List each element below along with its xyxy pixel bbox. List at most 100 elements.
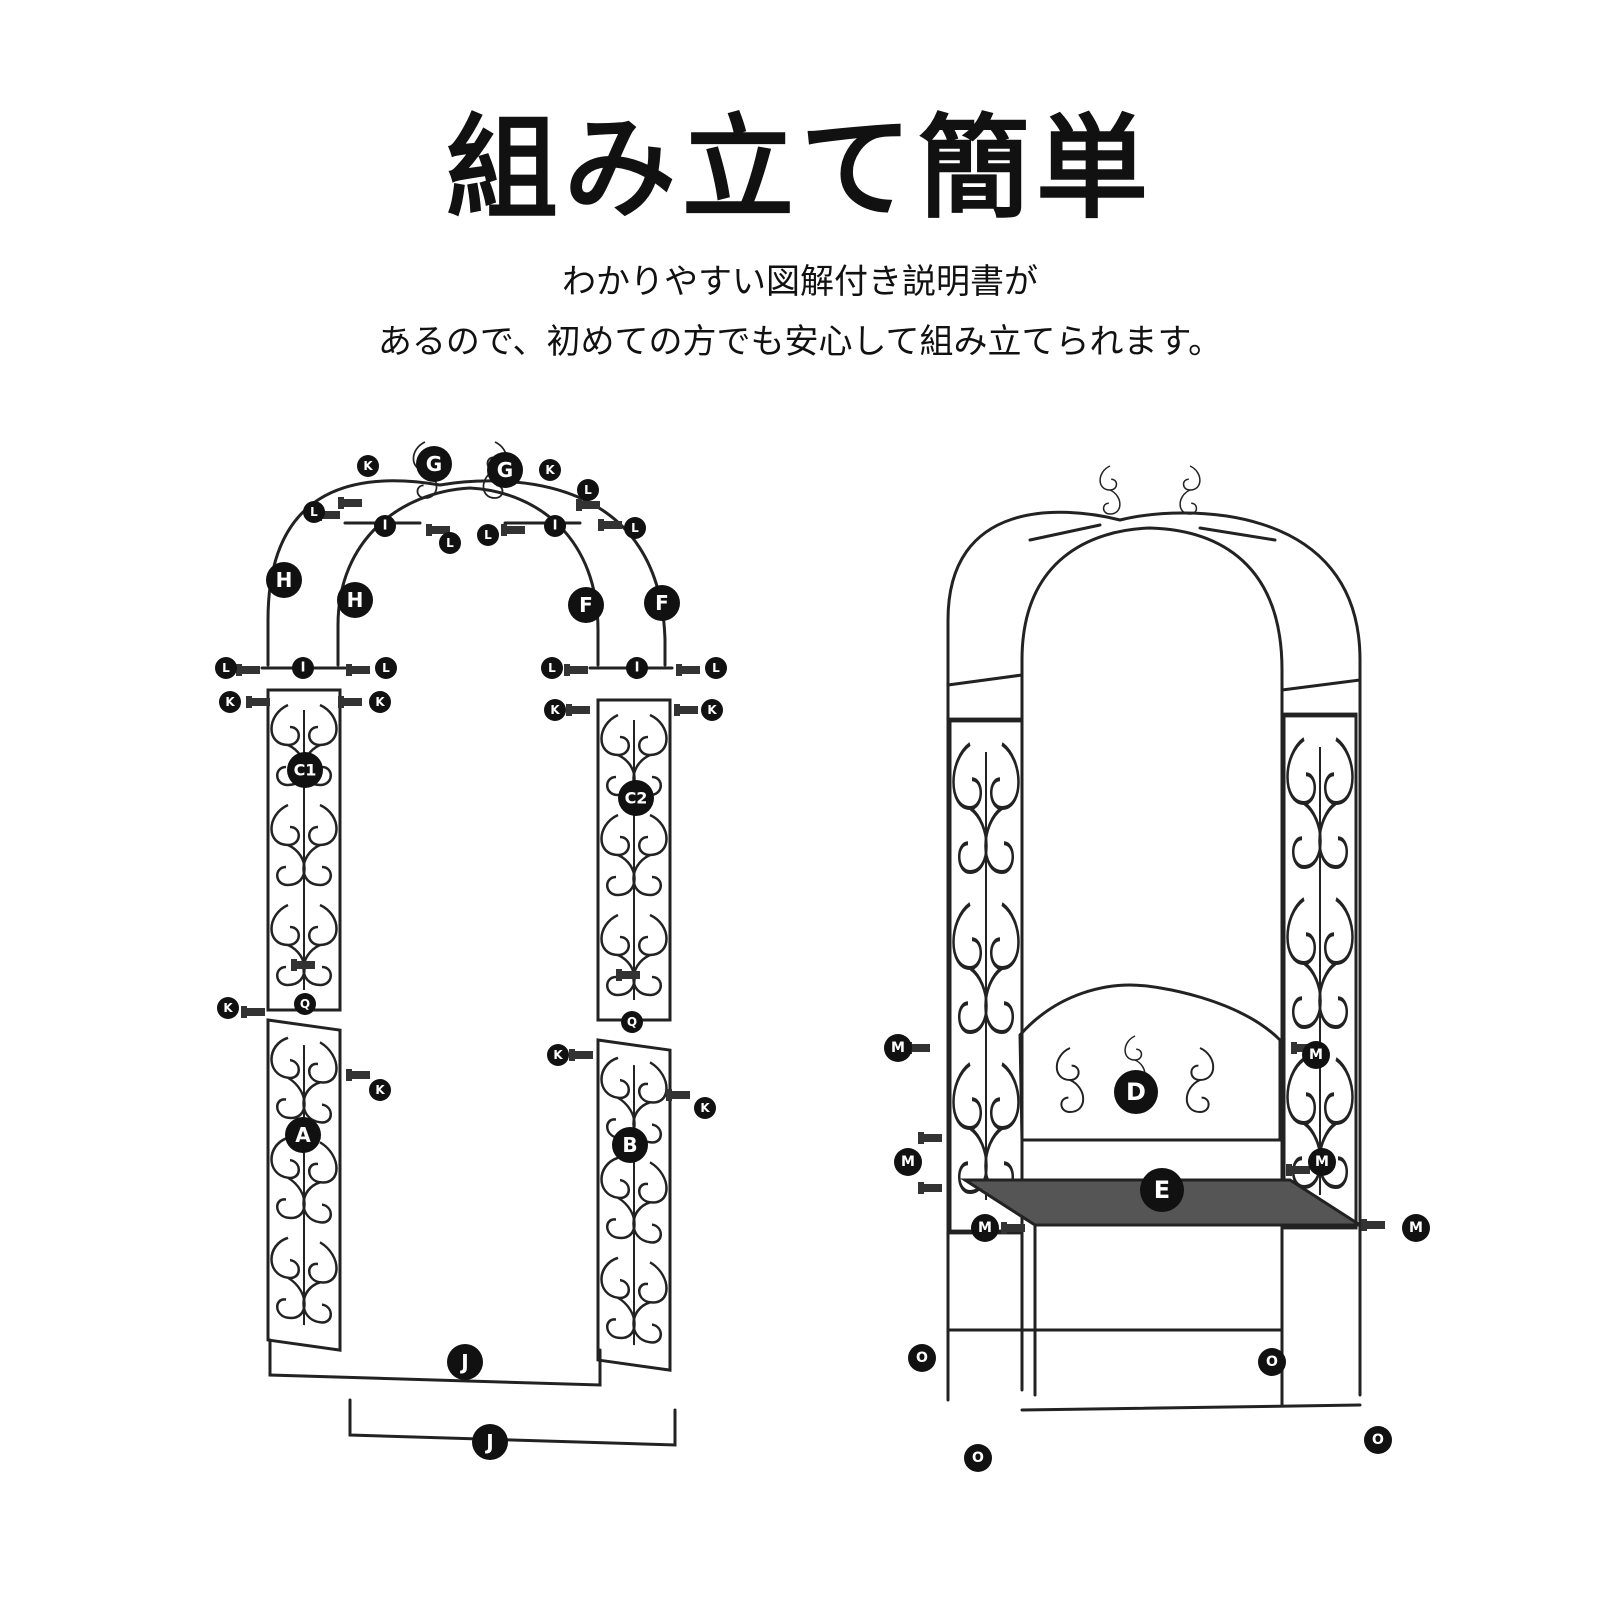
svg-text:K: K <box>700 1101 710 1115</box>
label-L-4: L <box>577 479 599 501</box>
label-A: A <box>285 1117 321 1153</box>
label-M-1: M <box>884 1034 912 1062</box>
label-I-1: I <box>374 515 396 537</box>
svg-text:J: J <box>484 1430 493 1454</box>
svg-text:L: L <box>484 528 492 542</box>
svg-text:K: K <box>375 695 385 709</box>
svg-text:C2: C2 <box>625 789 648 808</box>
svg-text:H: H <box>276 568 293 592</box>
label-F-1: F <box>568 587 604 623</box>
svg-text:K: K <box>223 1001 233 1015</box>
label-C1: C1 <box>287 752 323 788</box>
svg-text:F: F <box>655 591 669 615</box>
label-M-2: M <box>894 1148 922 1176</box>
svg-text:K: K <box>545 463 555 477</box>
page-title: 組み立て簡単 <box>446 104 1154 234</box>
svg-text:O: O <box>1266 1354 1278 1370</box>
label-L-9: L <box>705 657 727 679</box>
svg-text:M: M <box>1315 1154 1329 1170</box>
svg-text:Q: Q <box>300 997 310 1011</box>
label-M-4: M <box>1302 1041 1330 1069</box>
label-K-5: K <box>544 699 566 721</box>
label-M-3: M <box>971 1214 999 1242</box>
svg-text:A: A <box>295 1123 311 1147</box>
label-L-2: L <box>439 532 461 554</box>
label-I-3: I <box>292 657 314 679</box>
assembled-view: D E M M M M M M O O O O <box>884 465 1430 1472</box>
label-K-2: K <box>539 459 561 481</box>
svg-text:L: L <box>584 483 592 497</box>
label-G-1: G <box>416 446 452 482</box>
svg-text:C1: C1 <box>294 761 317 780</box>
label-K-10: K <box>694 1097 716 1119</box>
label-K-6: K <box>701 699 723 721</box>
label-L-3: L <box>477 524 499 546</box>
svg-text:I: I <box>383 519 388 534</box>
label-I-4: I <box>626 657 648 679</box>
svg-text:K: K <box>707 703 717 717</box>
label-O-1: O <box>908 1344 936 1372</box>
svg-text:I: I <box>635 661 640 676</box>
svg-text:L: L <box>631 521 639 535</box>
label-K-3: K <box>219 691 241 713</box>
svg-text:F: F <box>579 593 593 617</box>
svg-text:M: M <box>901 1154 915 1170</box>
label-L-6: L <box>215 657 237 679</box>
label-O-4: O <box>1364 1426 1392 1454</box>
label-L-5: L <box>624 517 646 539</box>
svg-text:G: G <box>426 452 442 476</box>
svg-text:O: O <box>1372 1432 1384 1448</box>
label-O-3: O <box>1258 1348 1286 1376</box>
label-O-2: O <box>964 1444 992 1472</box>
svg-text:I: I <box>553 519 558 534</box>
svg-text:H: H <box>347 588 364 612</box>
label-E: E <box>1140 1168 1184 1212</box>
label-B: B <box>612 1127 648 1163</box>
label-L-1: L <box>303 501 325 523</box>
label-L-8: L <box>541 657 563 679</box>
subtitle-line-1: わかりやすい図解付き説明書が <box>562 262 1038 302</box>
svg-text:K: K <box>375 1083 385 1097</box>
label-C2: C2 <box>618 780 654 816</box>
svg-text:G: G <box>497 458 513 482</box>
label-K-4: K <box>369 691 391 713</box>
svg-text:L: L <box>548 661 556 675</box>
label-K-1: K <box>357 455 379 477</box>
svg-text:M: M <box>978 1220 992 1236</box>
svg-text:L: L <box>382 661 390 675</box>
svg-text:M: M <box>1309 1047 1323 1063</box>
svg-text:L: L <box>310 505 318 519</box>
label-L-7: L <box>375 657 397 679</box>
svg-text:M: M <box>891 1040 905 1056</box>
subtitle-line-2: あるので、初めての方でも安心して組み立てられます。 <box>377 322 1223 362</box>
label-H-1: H <box>266 562 302 598</box>
label-K-9: K <box>547 1044 569 1066</box>
svg-text:O: O <box>916 1350 928 1366</box>
label-I-2: I <box>544 515 566 537</box>
label-Q-1: Q <box>294 993 316 1015</box>
svg-text:L: L <box>222 661 230 675</box>
svg-text:L: L <box>712 661 720 675</box>
svg-text:B: B <box>622 1133 637 1157</box>
label-J-1: J <box>447 1344 483 1380</box>
svg-text:K: K <box>550 703 560 717</box>
svg-text:K: K <box>363 459 373 473</box>
label-F-2: F <box>644 585 680 621</box>
svg-text:K: K <box>225 695 235 709</box>
label-K-7: K <box>217 997 239 1019</box>
svg-text:E: E <box>1154 1176 1170 1204</box>
label-Q-2: Q <box>621 1011 643 1033</box>
svg-text:L: L <box>446 536 454 550</box>
svg-text:Q: Q <box>627 1015 637 1029</box>
label-G-2: G <box>487 452 523 488</box>
svg-text:J: J <box>459 1350 468 1374</box>
label-H-2: H <box>337 582 373 618</box>
svg-text:M: M <box>1409 1220 1423 1236</box>
label-D: D <box>1114 1070 1158 1114</box>
label-M-5: M <box>1308 1148 1336 1176</box>
svg-text:K: K <box>553 1048 563 1062</box>
svg-text:D: D <box>1126 1078 1146 1106</box>
label-J-2: J <box>472 1424 508 1460</box>
label-K-8: K <box>369 1079 391 1101</box>
